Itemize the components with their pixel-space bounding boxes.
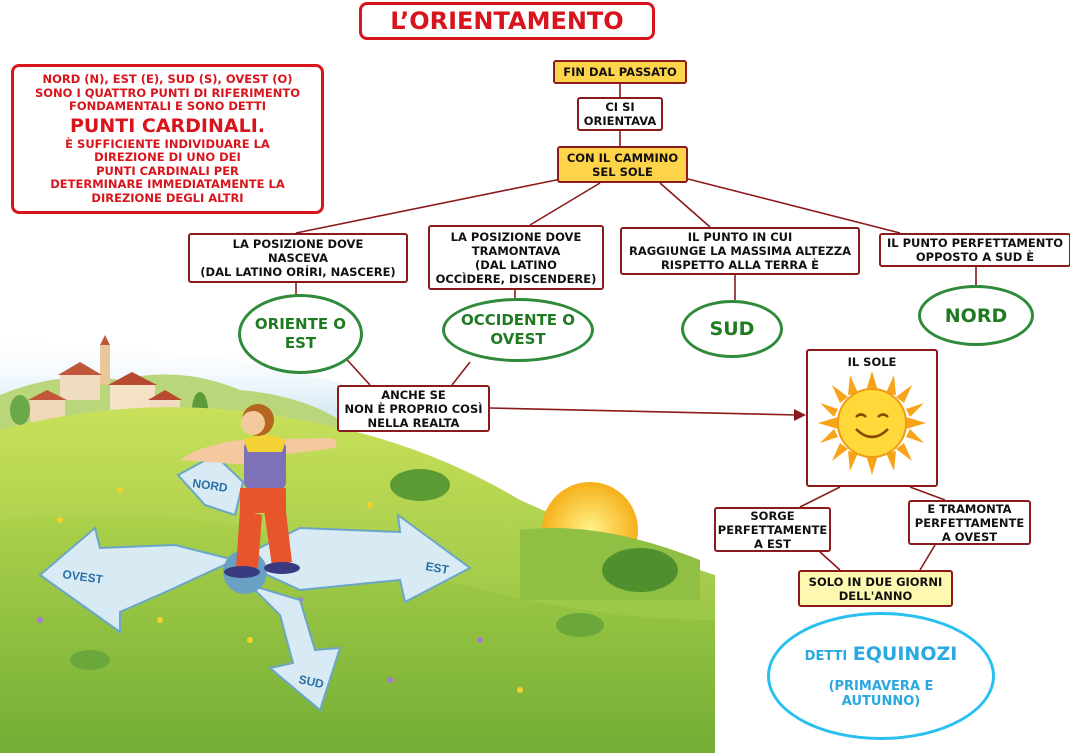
south-def-line: RISPETTO ALLA TERRA È <box>660 258 820 272</box>
sun-path-box: CON IL CAMMINO SEL SOLE <box>557 146 688 183</box>
west-definition-box: LA POSIZIONE DOVE TRAMONTAVA (DAL LATINO… <box>428 225 604 290</box>
west-def-line: TRAMONTAVA <box>471 243 561 258</box>
west-def-line: OCCÌDERE, DISCENDERE) <box>435 271 597 286</box>
two-days-line: SOLO IN DUE GIORNI <box>808 574 943 589</box>
west-def-line: (DAL LATINO <box>475 257 557 272</box>
equinox-oval: DETTI EQUINOZI (PRIMAVERA E AUTUNNO) <box>767 612 995 740</box>
sunset-line: E TRAMONTA <box>927 501 1012 516</box>
compass-arrows-illustration <box>38 453 472 712</box>
reality-line: ANCHE SE <box>381 387 446 402</box>
cardinal-line: È SUFFICIENTE INDIVIDUARE LA <box>65 136 270 151</box>
east-oval: ORIENTE O EST <box>238 294 363 374</box>
compass-label-west: OVEST <box>62 567 105 587</box>
sun-box: IL SOLE <box>806 349 938 487</box>
reality-line: NELLA REALTA <box>367 415 460 430</box>
cardinal-line: NORD (N), EST (E), SUD (S), OVEST (O) <box>42 72 293 86</box>
cardinal-line: DETERMINARE IMMEDIATAMENTE LA <box>50 177 285 191</box>
north-def-line: IL PUNTO PERFETTAMENTO <box>887 236 1063 250</box>
past-box: FIN DAL PASSATO <box>553 60 687 84</box>
north-oval-text: NORD <box>944 304 1008 327</box>
orient-box: CI SI ORIENTAVA <box>577 97 663 131</box>
sunrise-box: SORGE PERFETTAMENTE A EST <box>714 507 831 552</box>
compass-label-north: NORD <box>192 476 229 495</box>
west-oval-line: OVEST <box>490 330 546 348</box>
north-definition-box: IL PUNTO PERFETTAMENTO OPPOSTO A SUD È <box>879 233 1070 267</box>
east-oval-line: ORIENTE O <box>254 315 347 333</box>
child-figure-illustration <box>180 404 337 578</box>
east-oval-line: EST <box>284 334 317 352</box>
past-text: FIN DAL PASSATO <box>563 65 677 79</box>
reality-box: ANCHE SE NON È PROPRIO COSÌ NELLA REALTA <box>337 385 490 432</box>
south-def-line: IL PUNTO IN CUI <box>687 230 793 244</box>
sunset-box: E TRAMONTA PERFETTAMENTE A OVEST <box>908 500 1031 545</box>
east-def-line: (DAL LATINO ORÍRI, NASCERE) <box>200 265 396 279</box>
south-oval: SUD <box>681 300 783 358</box>
village-icon <box>10 335 208 428</box>
sunset-line: PERFETTAMENTE <box>914 515 1025 530</box>
cardinal-line: DIREZIONE DI UNO DEI <box>94 150 241 164</box>
smiling-sun-icon <box>818 371 926 475</box>
south-definition-box: IL PUNTO IN CUI RAGGIUNGE LA MASSIMA ALT… <box>620 227 860 275</box>
sunrise-line: SORGE <box>750 508 795 523</box>
east-definition-box: LA POSIZIONE DOVE NASCEVA (DAL LATINO OR… <box>188 233 408 283</box>
compass-label-east: EST <box>424 559 450 577</box>
equinox-season-line: (PRIMAVERA E <box>828 679 934 694</box>
equinox-heading: DETTI EQUINOZI <box>805 643 958 665</box>
cardinal-line: SONO I QUATTRO PUNTI DI RIFERIMENTO <box>35 85 300 100</box>
north-def-line: OPPOSTO A SUD È <box>915 250 1035 264</box>
south-def-line: RAGGIUNGE LA MASSIMA ALTEZZA <box>628 244 852 258</box>
west-oval: OCCIDENTE O OVEST <box>442 298 594 362</box>
sunrise-line: A EST <box>754 536 791 551</box>
reality-line: NON È PROPRIO COSÌ <box>344 401 483 416</box>
equinox-season-line: AUTUNNO) <box>841 694 921 709</box>
east-def-line: LA POSIZIONE DOVE <box>232 237 364 251</box>
equinox-word: EQUINOZI <box>852 643 958 665</box>
sun-path-line: CON IL CAMMINO <box>566 150 679 165</box>
cardinal-highlight: PUNTI CARDINALI. <box>69 114 266 137</box>
compass-label-south: SUD <box>297 672 325 691</box>
orient-line: ORIENTAVA <box>583 114 657 128</box>
connector-lines <box>295 84 977 571</box>
cardinal-line: PUNTI CARDINALI PER <box>96 163 239 178</box>
sunrise-line: PERFETTAMENTE <box>717 522 828 537</box>
east-def-line: NASCEVA <box>267 251 329 265</box>
south-oval-text: SUD <box>709 318 755 340</box>
west-def-line: LA POSIZIONE DOVE <box>450 229 582 244</box>
sun-path-line: SEL SOLE <box>592 164 653 179</box>
sun-label: IL SOLE <box>847 355 897 369</box>
cardinal-line: DIREZIONE DEGLI ALTRI <box>91 190 244 205</box>
cardinal-line: FONDAMENTALI E SONO DETTI <box>68 99 267 113</box>
arrow-head-icon <box>794 409 806 421</box>
two-days-line: DELL'ANNO <box>838 588 913 603</box>
equinox-prefix: DETTI <box>804 649 848 664</box>
cardinal-points-box: NORD (N), EST (E), SUD (S), OVEST (O) SO… <box>11 64 324 214</box>
two-days-box: SOLO IN DUE GIORNI DELL'ANNO <box>798 570 953 607</box>
page-title: L’ORIENTAMENTO <box>359 2 655 40</box>
north-oval: NORD <box>918 285 1034 346</box>
sunset-line: A OVEST <box>941 529 998 544</box>
orient-line: CI SI <box>605 100 635 114</box>
west-oval-line: OCCIDENTE O <box>460 311 576 329</box>
